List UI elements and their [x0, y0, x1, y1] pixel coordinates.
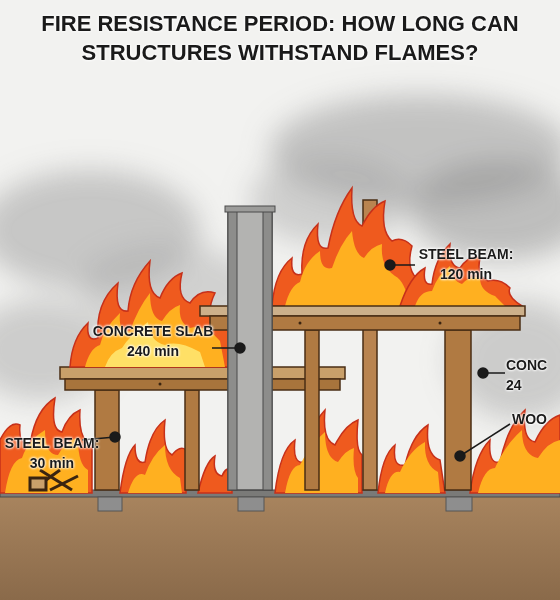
flame	[378, 425, 445, 493]
flame-core	[285, 231, 410, 306]
footing	[238, 497, 264, 511]
leader-dot	[478, 368, 488, 378]
flame	[198, 456, 232, 493]
leader-dot	[110, 432, 120, 442]
bolt	[299, 322, 302, 325]
callout-label: WOO	[512, 410, 558, 430]
column-cap	[225, 206, 275, 212]
leader-line	[460, 424, 510, 456]
smoke-cloud	[410, 160, 560, 260]
flames-upper-slab	[272, 188, 522, 306]
upper-slab	[159, 306, 526, 386]
flame-core	[285, 432, 358, 493]
leader-dot	[385, 260, 395, 270]
callout-label: STEEL BEAM: 30 min	[2, 434, 102, 473]
callout-label: CONCRETE SLAB 240 min	[88, 322, 218, 361]
title: FIRE RESISTANCE PERIOD: HOW LONG CAN STR…	[10, 10, 550, 67]
flame-core	[478, 430, 560, 493]
flame-core	[385, 442, 440, 493]
callout-label: STEEL BEAM: 120 min	[410, 245, 522, 284]
column-flange	[263, 208, 272, 490]
bolt	[439, 322, 442, 325]
leader-dot	[235, 343, 245, 353]
debris-block	[30, 478, 46, 490]
left-platform	[60, 367, 345, 490]
wood-post	[305, 330, 319, 490]
ground	[0, 496, 560, 600]
leader-dot	[455, 451, 465, 461]
flame	[470, 410, 560, 493]
wood-post	[185, 390, 199, 490]
flame-core	[85, 293, 225, 367]
debris-stick	[50, 476, 78, 490]
flame	[272, 188, 420, 306]
burnt-debris	[30, 470, 78, 490]
callouts	[82, 260, 510, 461]
flame-core	[128, 445, 182, 493]
flame	[120, 420, 186, 493]
beam	[65, 379, 340, 390]
footing	[446, 497, 472, 511]
callout-label: CONC 24	[506, 356, 558, 395]
flame	[400, 244, 522, 306]
slab	[60, 367, 345, 379]
footing	[98, 497, 122, 511]
bolt	[159, 383, 162, 386]
wood-post	[445, 330, 471, 490]
smoke	[0, 95, 560, 420]
column-web	[228, 208, 272, 490]
